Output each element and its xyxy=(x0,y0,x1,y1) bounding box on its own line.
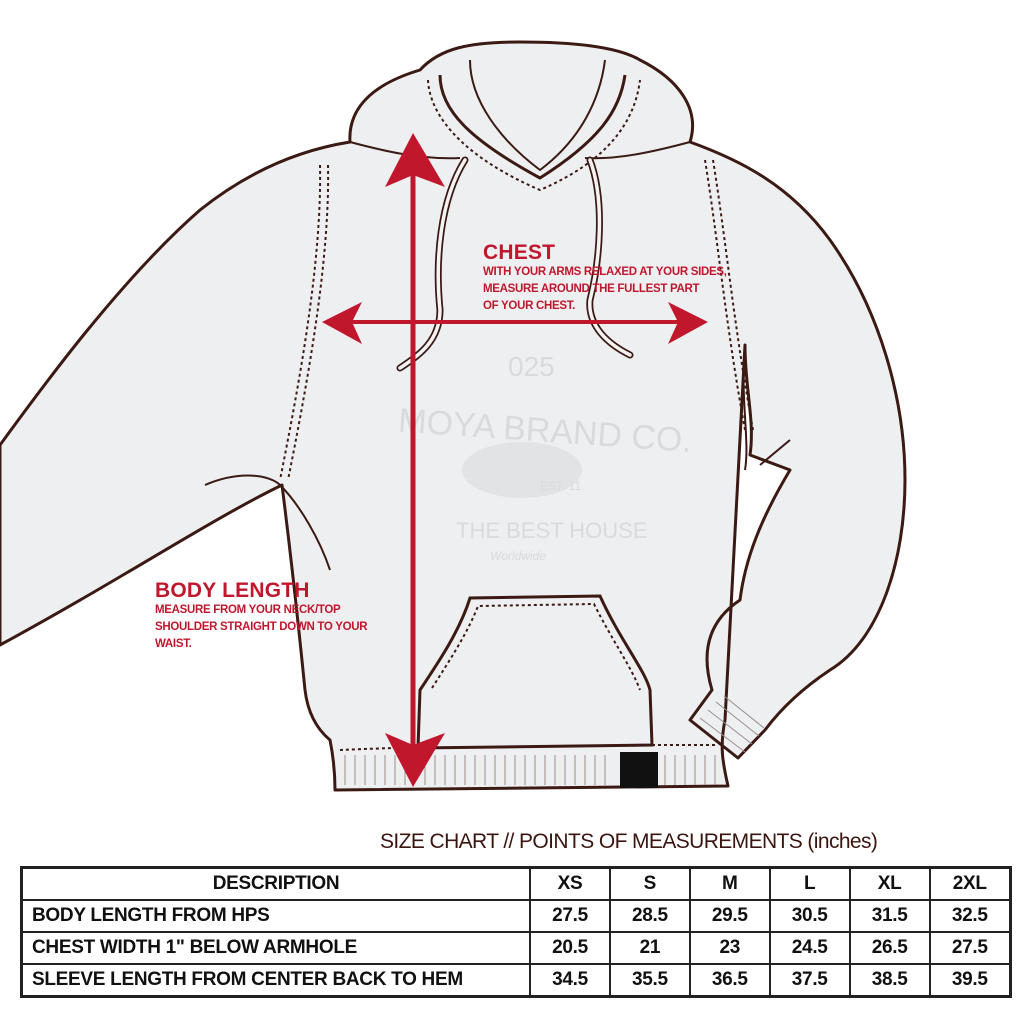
table-header-row: DESCRIPTION XS S M L XL 2XL xyxy=(20,866,1012,901)
chest-title: CHEST xyxy=(483,241,556,264)
brand-tag xyxy=(620,752,658,788)
body-length-title: BODY LENGTH xyxy=(155,579,310,602)
column-header: S xyxy=(608,866,691,901)
cell: 24.5 xyxy=(768,931,851,965)
svg-text:THE BEST HOUSE: THE BEST HOUSE xyxy=(456,518,648,543)
arrowhead-left xyxy=(322,302,362,344)
cell: 30.5 xyxy=(768,899,851,933)
cell: 35.5 xyxy=(608,963,691,998)
kangaroo-pocket xyxy=(416,594,654,750)
cell: 29.5 xyxy=(688,899,771,933)
chest-line: OF YOUR CHEST. xyxy=(483,300,576,312)
cell: 37.5 xyxy=(768,963,851,998)
arrowhead-down xyxy=(385,733,445,787)
column-header: L xyxy=(768,866,851,901)
cell: 32.5 xyxy=(928,899,1012,933)
svg-text:EST. 11: EST. 11 xyxy=(540,479,581,493)
hood-inner xyxy=(438,74,627,180)
table-row: BODY LENGTH FROM HPS 27.5 28.5 29.5 30.5… xyxy=(20,899,1012,933)
cell: 20.5 xyxy=(529,931,611,965)
column-header: XS xyxy=(529,866,611,901)
column-header: DESCRIPTION xyxy=(20,866,531,901)
cell: 28.5 xyxy=(608,899,691,933)
cell: 27.5 xyxy=(529,899,611,933)
body-length-line: WAIST. xyxy=(155,638,192,650)
body-length-annotation: BODY LENGTH MEASURE FROM YOUR NECK/TOP S… xyxy=(155,579,368,653)
svg-text:Worldwide: Worldwide xyxy=(490,549,546,563)
column-header: M xyxy=(688,866,771,901)
column-header: XL xyxy=(848,866,931,901)
cell: 39.5 xyxy=(928,963,1012,998)
cell: 38.5 xyxy=(848,963,931,998)
body-length-line: SHOULDER STRAIGHT DOWN TO YOUR xyxy=(155,621,368,633)
size-chart-table: DESCRIPTION XS S M L XL 2XL BODY LENGTH … xyxy=(20,866,1012,998)
size-chart-title: SIZE CHART // POINTS OF MEASUREMENTS (in… xyxy=(380,830,878,853)
body-length-line: MEASURE FROM YOUR NECK/TOP xyxy=(155,604,341,616)
row-description: BODY LENGTH FROM HPS xyxy=(20,899,531,933)
cell: 27.5 xyxy=(928,931,1012,965)
column-header: 2XL xyxy=(928,866,1012,901)
arrowhead-right xyxy=(668,302,708,344)
row-description: SLEEVE LENGTH FROM CENTER BACK TO HEM xyxy=(20,963,531,998)
arrowhead-up xyxy=(385,133,445,187)
cell: 31.5 xyxy=(848,899,931,933)
chest-line: WITH YOUR ARMS RELAXED AT YOUR SIDES, xyxy=(483,266,727,278)
cell: 21 xyxy=(608,931,691,965)
hoodie-illustration: 025 MOYA BRAND CO. EST. 11 THE BEST HOUS… xyxy=(0,40,907,792)
cell: 23 xyxy=(688,931,771,965)
chest-line: MEASURE AROUND THE FULLEST PART xyxy=(483,283,700,295)
table-row: SLEEVE LENGTH FROM CENTER BACK TO HEM 34… xyxy=(20,963,1012,998)
table-row: CHEST WIDTH 1" BELOW ARMHOLE 20.5 21 23 … xyxy=(20,931,1012,965)
row-description: CHEST WIDTH 1" BELOW ARMHOLE xyxy=(20,931,531,965)
svg-text:025: 025 xyxy=(508,351,555,382)
hoodie-outline xyxy=(0,40,907,792)
cell: 34.5 xyxy=(529,963,611,998)
cell: 36.5 xyxy=(688,963,771,998)
cell: 26.5 xyxy=(848,931,931,965)
chest-annotation: CHEST WITH YOUR ARMS RELAXED AT YOUR SID… xyxy=(483,242,727,315)
